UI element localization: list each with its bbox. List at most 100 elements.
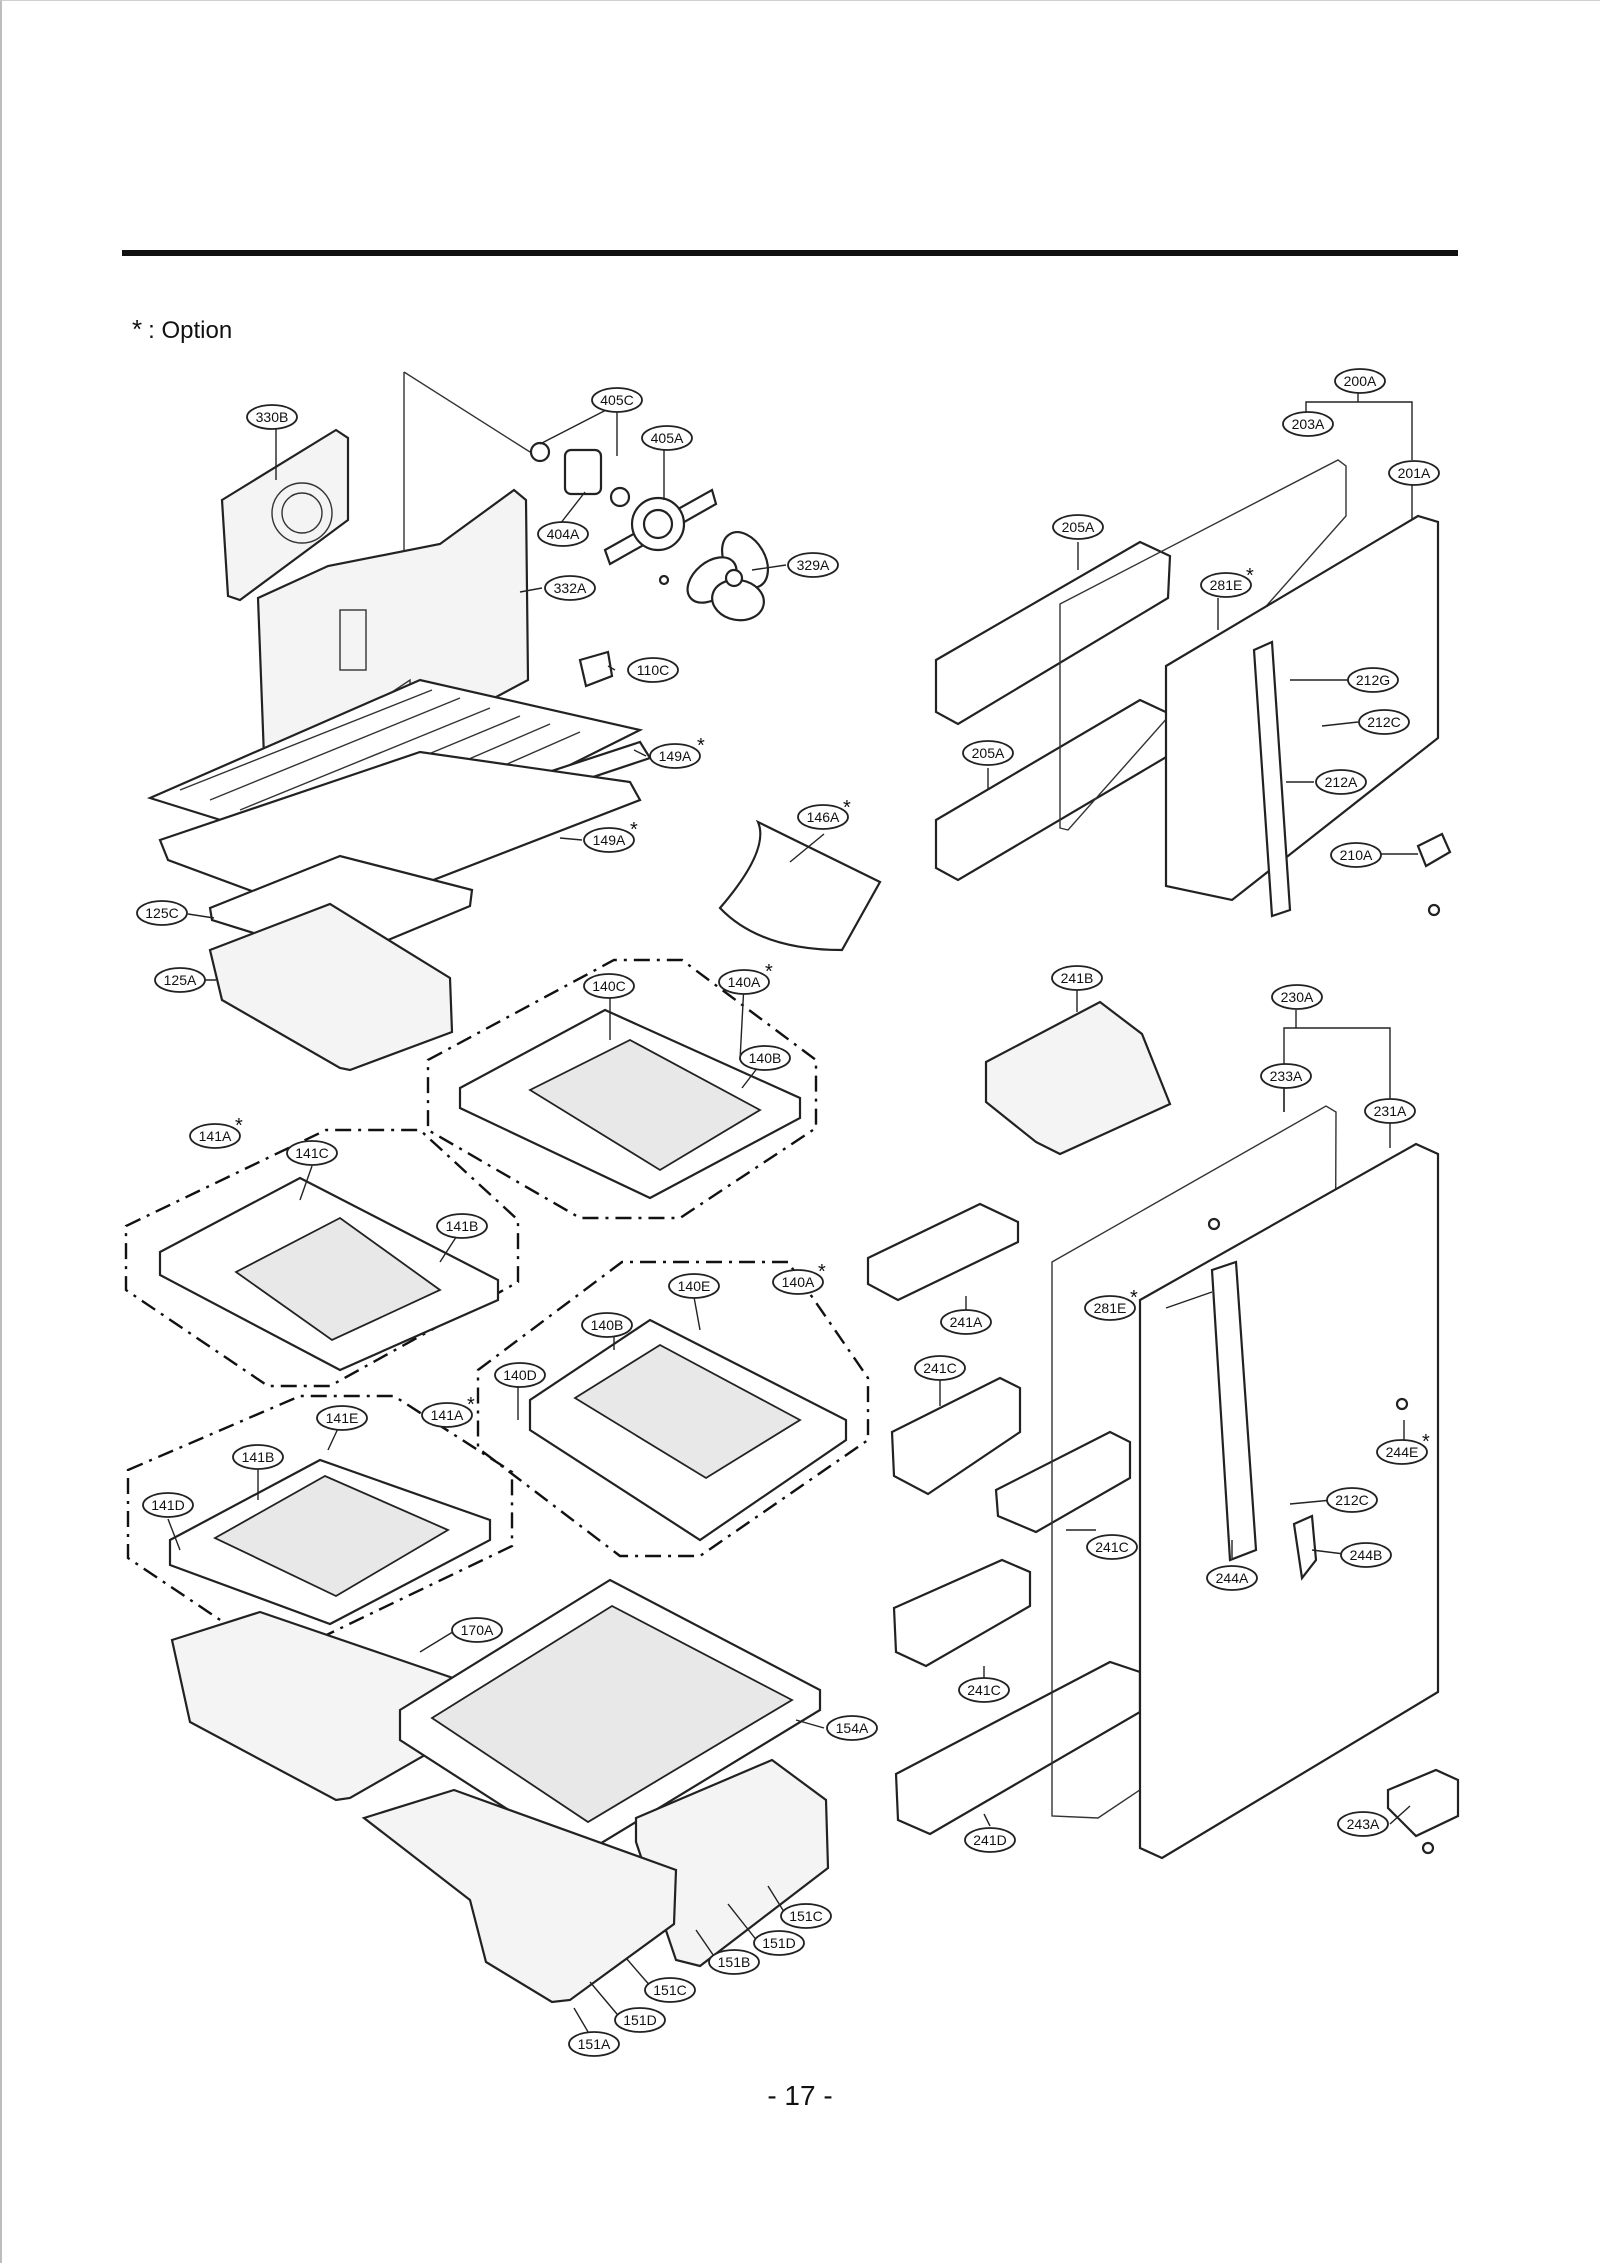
callout-281E-1: 281E* (1200, 565, 1254, 598)
callout-label: 141A (431, 1407, 464, 1423)
callout-405C: 405C (591, 387, 643, 413)
freezer-door-handle-212A (1252, 640, 1292, 918)
callout-label: 140D (503, 1367, 536, 1383)
callout-label: 241C (1095, 1539, 1128, 1555)
callout-label: 170A (461, 1622, 494, 1638)
callout-201A: 201A (1388, 460, 1440, 486)
callout-label: 125C (145, 905, 178, 921)
freezer-door-bin-205A-lower (934, 698, 1172, 882)
callout-404A: 404A (537, 521, 589, 547)
thermostat-clip-110C (578, 650, 614, 688)
callout-170A: 170A (451, 1617, 503, 1643)
callout-140B-1: 140B (739, 1045, 791, 1071)
callout-label: 241C (923, 1360, 956, 1376)
callout-label: 241C (967, 1682, 1000, 1698)
callout-label: 125A (164, 972, 197, 988)
option-star: * (697, 735, 705, 757)
shelf-group-box-140A-upper (426, 958, 818, 1220)
callout-141D: 141D (142, 1492, 194, 1518)
option-star: * (818, 1261, 826, 1283)
crisper-cover-170A (170, 1610, 490, 1802)
freezer-door-panel-201A (1164, 514, 1440, 902)
callout-label: 244A (1216, 1570, 1249, 1586)
callout-label: 205A (1062, 519, 1095, 535)
callout-label: 200A (1344, 373, 1377, 389)
callout-125A: 125A (154, 967, 206, 993)
crisper-glass-cover-154A (398, 1578, 822, 1858)
callout-140A-2: 140A* (772, 1261, 826, 1295)
callout-140A-1: 140A* (718, 961, 773, 995)
callout-212C-1: 212C (1358, 709, 1410, 735)
callout-140E: 140E (668, 1273, 720, 1299)
option-star: * (235, 1115, 243, 1137)
callout-label: 230A (1281, 989, 1314, 1005)
door-bin-241A (866, 1202, 1020, 1302)
callout-label: 281E (1210, 577, 1243, 593)
callout-241A: 241A (940, 1309, 992, 1335)
callout-label: 141D (151, 1497, 184, 1513)
callout-label: 151C (653, 1982, 686, 1998)
door-bin-241D (894, 1660, 1142, 1836)
callout-141B-2: 141B (232, 1444, 284, 1470)
fan-blade-329A (686, 531, 770, 622)
callout-212C-2: 212C (1326, 1487, 1378, 1513)
callout-label: 244B (1350, 1547, 1383, 1563)
callout-212A: 212A (1315, 769, 1367, 795)
callout-label: 110C (637, 662, 669, 678)
callout-label: 329A (797, 557, 830, 573)
callout-label: 332A (554, 580, 587, 596)
option-star: * (630, 819, 638, 841)
callout-label: 330B (256, 409, 289, 425)
callout-149A-2: 149A* (583, 819, 638, 853)
door-bin-241C-2 (994, 1430, 1132, 1534)
callout-label: 140B (591, 1317, 624, 1333)
callout-label: 141B (242, 1449, 275, 1465)
callout-label: 201A (1398, 465, 1431, 481)
door-bin-241C-3 (892, 1558, 1032, 1668)
callout-label: 405C (600, 392, 633, 408)
callout-label: 404A (547, 526, 580, 542)
shelf-trim-146A (718, 819, 882, 952)
door-bin-241C-1 (890, 1376, 1022, 1496)
callout-329A: 329A (787, 552, 839, 578)
callout-243A: 243A (1337, 1811, 1389, 1837)
dairy-bin-241B (984, 1000, 1172, 1156)
fan-motor-404A (529, 441, 631, 508)
callout-label: 241A (950, 1314, 983, 1330)
callout-label: 203A (1292, 416, 1325, 432)
callout-label: 141E (326, 1410, 359, 1426)
callout-label: 212G (1356, 672, 1390, 688)
callout-label: 149A (593, 832, 626, 848)
callout-151C-2: 151C (644, 1977, 696, 2003)
ice-bin-125A (208, 902, 454, 1072)
callout-label: 212A (1325, 774, 1358, 790)
callout-label: 212C (1367, 714, 1400, 730)
callout-label: 141A (199, 1128, 232, 1144)
callout-label: 151B (718, 1954, 751, 1970)
crisper-drawer-151A (361, 1788, 678, 2004)
callout-label: 151A (578, 2036, 611, 2052)
callout-label: 151D (762, 1935, 795, 1951)
callout-151D-2: 151D (614, 2007, 666, 2033)
leader-lines (167, 392, 1418, 2043)
option-star: * (843, 797, 851, 819)
callout-205A-1: 205A (1052, 514, 1104, 540)
callout-140D: 140D (494, 1362, 546, 1388)
door-hinge-210A (1416, 832, 1452, 868)
callout-233A: 233A (1260, 1063, 1312, 1089)
callout-label: 154A (836, 1720, 869, 1736)
callout-140B-2: 140B (581, 1312, 633, 1338)
callout-125C: 125C (136, 900, 188, 926)
option-legend: *: Option (132, 314, 232, 345)
lower-hinge-243A (1386, 1768, 1460, 1838)
callout-241C-3: 241C (958, 1677, 1010, 1703)
callout-label: 212C (1335, 1492, 1368, 1508)
callout-label: 140A (728, 974, 761, 990)
callout-label: 281E (1094, 1300, 1127, 1316)
callout-141C: 141C (286, 1140, 338, 1166)
freezer-back-cover-330B (220, 428, 350, 602)
header-rule (122, 250, 1458, 256)
callout-label: 243A (1347, 1816, 1380, 1832)
callout-154A: 154A (826, 1715, 878, 1741)
